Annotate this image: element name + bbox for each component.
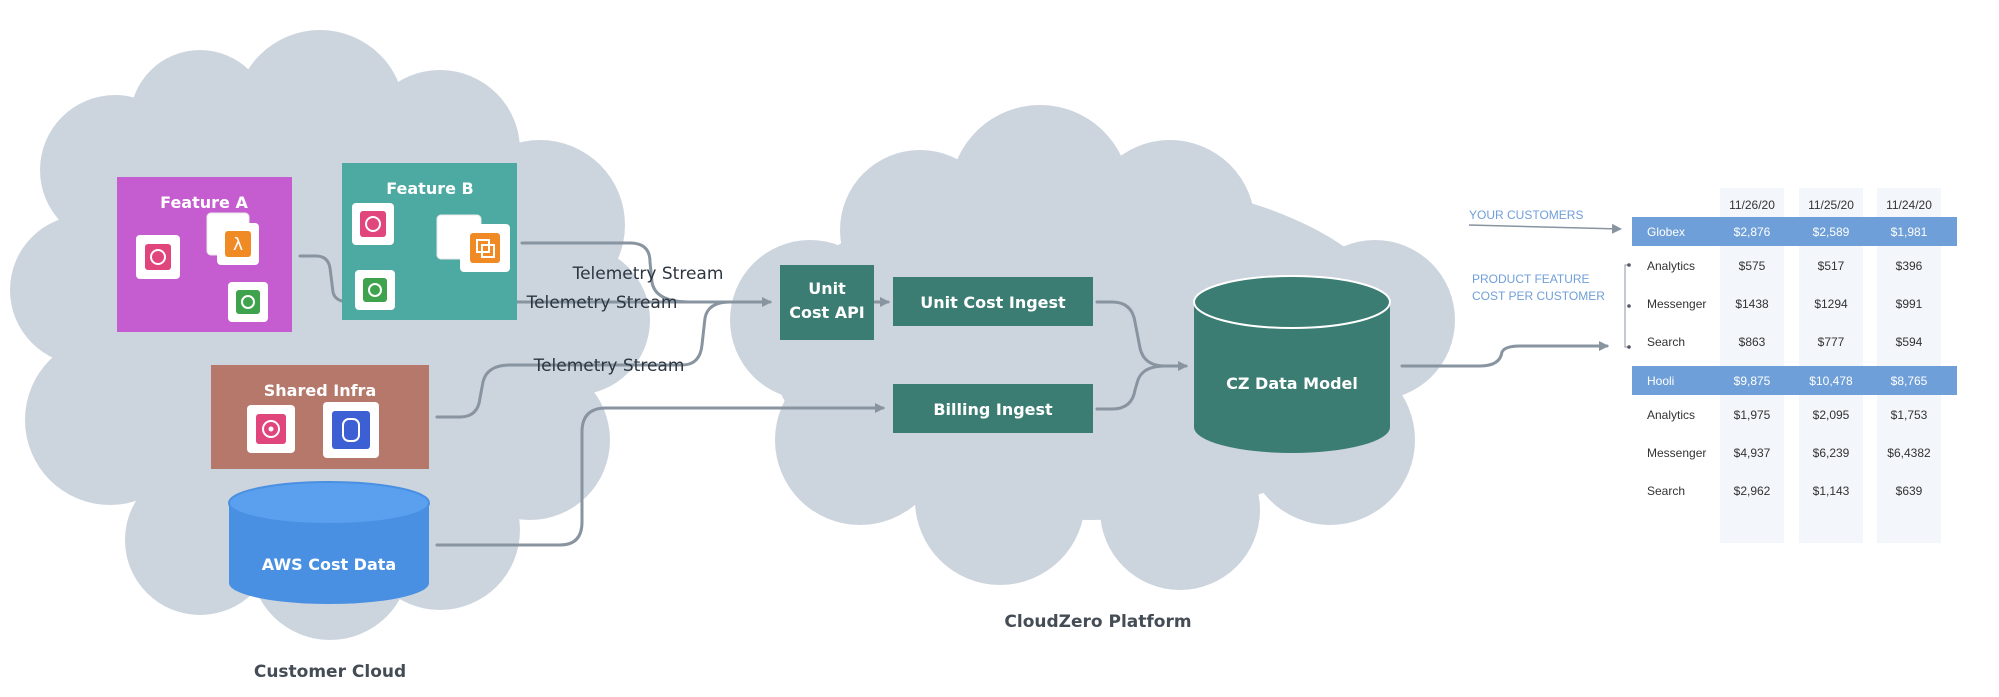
- step-functions-icon: [228, 282, 268, 322]
- feature-b-label: Feature B: [386, 179, 473, 198]
- billing-ingest-box: Billing Ingest: [893, 384, 1093, 433]
- feature-a-box: Feature A λ: [117, 177, 292, 332]
- customer-total: $2,589: [1813, 225, 1850, 239]
- telemetry-stream-label-1: Telemetry Stream: [572, 264, 724, 284]
- rds-icon: [136, 235, 180, 279]
- feature-label: Search: [1647, 335, 1685, 349]
- feature-cost: $1,753: [1891, 408, 1928, 422]
- customer-name: Hooli: [1647, 374, 1674, 388]
- table-column-bg: [1799, 188, 1863, 543]
- customer-cloud-label: Customer Cloud: [254, 662, 406, 682]
- unit-cost-api-box: Unit Cost API: [780, 265, 874, 340]
- your-customers-label: YOUR CUSTOMERS: [1469, 208, 1583, 222]
- feature-cost: $1,975: [1734, 408, 1771, 422]
- unit-cost-api-label-line2: Cost API: [789, 303, 865, 322]
- unit-cost-ingest-box: Unit Cost Ingest: [893, 277, 1093, 326]
- feature-cost: $863: [1739, 335, 1766, 349]
- cz-data-model-cylinder: CZ Data Model: [1193, 275, 1391, 453]
- feature-label: Analytics: [1647, 408, 1695, 422]
- connector-model-output: [1400, 341, 1609, 368]
- date-header: 11/24/20: [1886, 198, 1932, 212]
- feature-cost: $6,4382: [1887, 446, 1931, 460]
- feature-label: Messenger: [1647, 446, 1706, 460]
- feature-label: Search: [1647, 484, 1685, 498]
- feature-cost: $2,095: [1813, 408, 1850, 422]
- date-header: 11/25/20: [1808, 198, 1854, 212]
- connector-billing-model: [1095, 361, 1188, 411]
- feature-cost: $1,143: [1813, 484, 1850, 498]
- feature-cost: $4,937: [1734, 446, 1771, 460]
- dynamodb-icon: [323, 402, 379, 458]
- rds-icon: [352, 203, 394, 245]
- customer-header-row: [1632, 217, 1957, 246]
- step-functions-icon: [355, 270, 395, 310]
- output-callouts: YOUR CUSTOMERS PRODUCT FEATURE COST PER …: [1468, 208, 1631, 349]
- svg-text:λ: λ: [233, 235, 243, 255]
- feature-cost-label-line1: PRODUCT FEATURE: [1472, 272, 1590, 286]
- feature-cost: $2,962: [1734, 484, 1771, 498]
- customer-header-row: [1632, 366, 1957, 395]
- connector-unit-ingest-model: [1095, 300, 1167, 368]
- feature-cost: $6,239: [1813, 446, 1850, 460]
- feature-label: Messenger: [1647, 297, 1706, 311]
- aws-cost-data-cylinder: AWS Cost Data: [228, 481, 430, 604]
- feature-cost-label-line2: COST PER CUSTOMER: [1472, 289, 1605, 303]
- aws-cost-data-label: AWS Cost Data: [262, 555, 396, 574]
- connector-shared-infra: [435, 300, 732, 419]
- customer-total: $10,478: [1809, 374, 1853, 388]
- feature-label: Analytics: [1647, 259, 1695, 273]
- cz-data-model-label: CZ Data Model: [1226, 374, 1358, 393]
- shared-infra-box: Shared Infra: [211, 365, 429, 469]
- feature-cost: $1294: [1814, 297, 1848, 311]
- unit-cost-ingest-label: Unit Cost Ingest: [920, 293, 1066, 312]
- feature-cost: $594: [1896, 335, 1923, 349]
- telemetry-stream-label-3: Telemetry Stream: [533, 356, 685, 376]
- table-column-bg: [1877, 188, 1941, 543]
- connector-aws-billing: [435, 403, 885, 547]
- date-header: 11/26/20: [1729, 198, 1775, 212]
- feature-cost: $777: [1818, 335, 1845, 349]
- feature-cost: $575: [1739, 259, 1766, 273]
- platform-cloud-label: CloudZero Platform: [1004, 612, 1191, 632]
- billing-ingest-label: Billing Ingest: [933, 400, 1053, 419]
- customer-total: $2,876: [1734, 225, 1771, 239]
- customer-name: Globex: [1647, 225, 1685, 239]
- feature-b-box: Feature B: [342, 163, 517, 320]
- shared-infra-label: Shared Infra: [264, 381, 376, 400]
- appsync-icon: [247, 405, 295, 453]
- table-column-bg: [1720, 188, 1784, 543]
- lambda-icon: λ: [206, 212, 259, 265]
- ec2-icon: [436, 214, 510, 272]
- connector-feature-b: [520, 241, 692, 304]
- telemetry-stream-label-2: Telemetry Stream: [526, 293, 678, 313]
- feature-cost: $517: [1818, 259, 1845, 273]
- unit-cost-api-label-line1: Unit: [808, 279, 846, 298]
- customer-total: $1,981: [1891, 225, 1928, 239]
- customer-total: $9,875: [1734, 374, 1771, 388]
- feature-a-label: Feature A: [160, 193, 248, 212]
- customer-total: $8,765: [1891, 374, 1928, 388]
- feature-cost: $1438: [1735, 297, 1769, 311]
- feature-cost: $396: [1896, 259, 1923, 273]
- feature-cost: $639: [1896, 484, 1923, 498]
- feature-cost: $991: [1896, 297, 1923, 311]
